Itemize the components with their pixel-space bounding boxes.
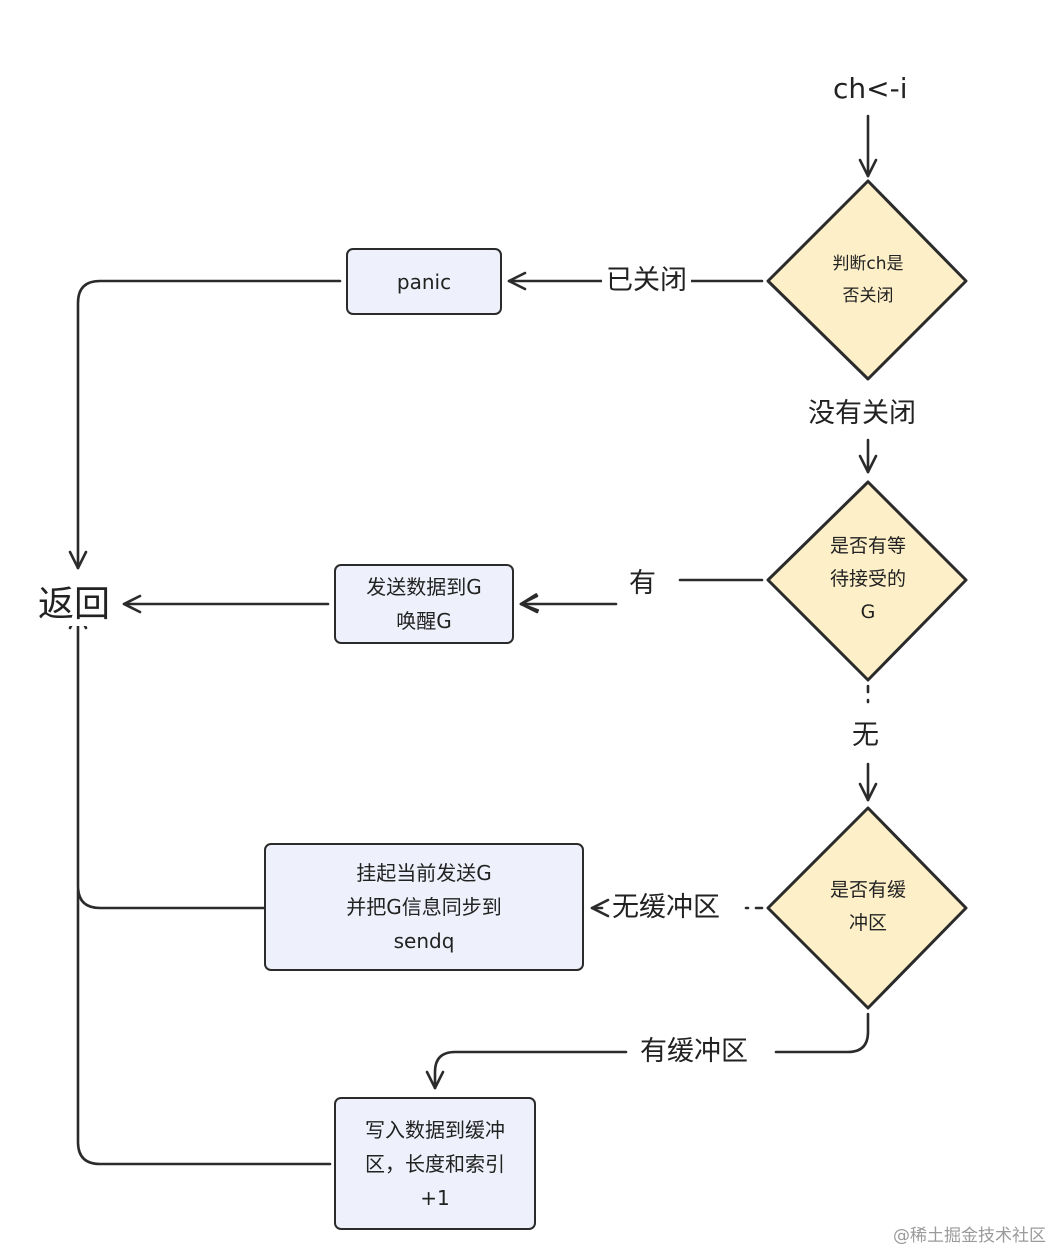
write-buffer-line-3: +1: [420, 1185, 450, 1210]
decision-buffer-line-1: 是否有缓: [829, 879, 906, 901]
decision-buffer-shape: [766, 806, 968, 1010]
panic-text: panic: [396, 269, 452, 294]
edge-label-not-closed: 没有关闭: [808, 396, 916, 432]
decision-waiting-line-2: 待接受的: [829, 568, 906, 590]
write-buffer-line-1: 写入数据到缓冲: [365, 1117, 505, 1142]
send-wake-line-2: 唤醒G: [396, 609, 452, 633]
park-line-1: 挂起当前发送G: [356, 861, 492, 885]
edge-write-return: [76, 888, 332, 1166]
edge-label-has: 有: [629, 566, 656, 602]
decision-closed-shape: [766, 179, 968, 381]
edge-park-return: [68, 610, 266, 910]
edge-panic-return: [68, 279, 342, 570]
decision-waiting-shape: [766, 480, 968, 682]
start-label: ch<-i: [833, 71, 908, 107]
decision-buffer-line-2: 冲区: [848, 912, 887, 934]
edge-label-no-buffer: 无缓冲区: [612, 890, 720, 926]
park-box: 挂起当前发送G 并把G信息同步到 sendq: [264, 843, 584, 971]
decision-waiting-line-3: G: [860, 601, 876, 623]
write-buffer-line-2: 区，长度和索引: [365, 1151, 505, 1176]
return-label: 返回: [38, 584, 111, 626]
decision-buffer-label: 是否有缓 冲区: [788, 874, 948, 940]
decision-closed-line-1: 判断ch是: [832, 254, 904, 274]
send-wake-box: 发送数据到G 唤醒G: [334, 564, 514, 644]
park-line-2: 并把G信息同步到: [346, 895, 502, 919]
write-buffer-box: 写入数据到缓冲 区，长度和索引 +1: [334, 1097, 536, 1230]
decision-closed-label: 判断ch是 否关闭: [788, 248, 948, 312]
panic-box: panic: [346, 248, 502, 315]
edge-label-none: 无: [852, 718, 879, 754]
watermark: @稀土掘金技术社区: [893, 1226, 1046, 1246]
park-line-3: sendq: [393, 929, 455, 953]
decision-waiting-label: 是否有等 待接受的 G: [788, 530, 948, 629]
edge-label-closed: 已关闭: [602, 263, 691, 299]
edge-label-has-buffer: 有缓冲区: [640, 1034, 748, 1070]
decision-closed-line-2: 否关闭: [842, 286, 894, 306]
send-wake-line-1: 发送数据到G: [366, 575, 482, 599]
decision-waiting-line-1: 是否有等: [829, 535, 906, 557]
edge-has-buffer: [774, 1012, 870, 1054]
